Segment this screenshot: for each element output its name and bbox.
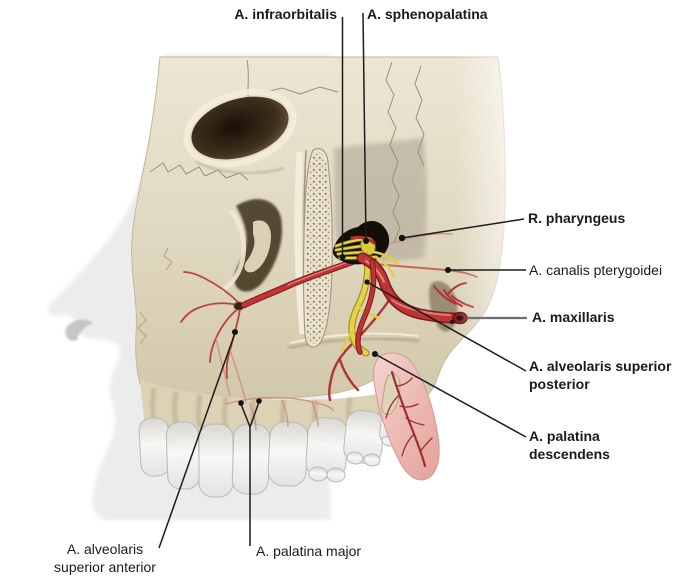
label-a-canalis-pterygoidei: A. canalis pterygoidei <box>529 262 663 278</box>
leader-palatina-descendens <box>374 353 527 438</box>
leader-alveolaris-superior-anterior <box>158 332 236 549</box>
skull-bone <box>131 56 506 402</box>
nostril <box>65 319 93 341</box>
label-a-sphenopalatina: A. sphenopalatina <box>367 6 488 22</box>
orbit-opening <box>191 96 289 160</box>
flap-arteries <box>385 370 433 468</box>
label-a-palatina-major: A. palatina major <box>256 543 362 559</box>
pointer-dots <box>232 234 451 406</box>
label-a-maxillaris: A. maxillaris <box>532 309 615 325</box>
label-a-alveolaris-superior-posterior: A. alveolaris superior posterior <box>529 358 672 392</box>
label-r-pharyngeus: R. pharyngeus <box>528 210 626 226</box>
label-a-palatina-descendens: A. palatina descendens <box>529 428 610 462</box>
right-fade <box>455 45 565 395</box>
palatine-flap <box>373 352 440 481</box>
leader-palatina-major <box>240 401 260 546</box>
nasal-aperture <box>220 199 283 293</box>
leader-sphenopalatina <box>362 12 367 242</box>
label-a-infraorbitalis: A. infraorbitalis <box>234 6 337 22</box>
label-a-alveolaris-superior-anterior: A. alveolaris superior anterior <box>54 541 156 575</box>
leader-lines <box>158 12 527 549</box>
leader-alveolaris-superior-posterior <box>366 281 527 372</box>
infraorbital-artery <box>240 258 356 309</box>
spongy-bone-cut <box>302 148 333 348</box>
leader-pharyngeus <box>401 218 525 239</box>
